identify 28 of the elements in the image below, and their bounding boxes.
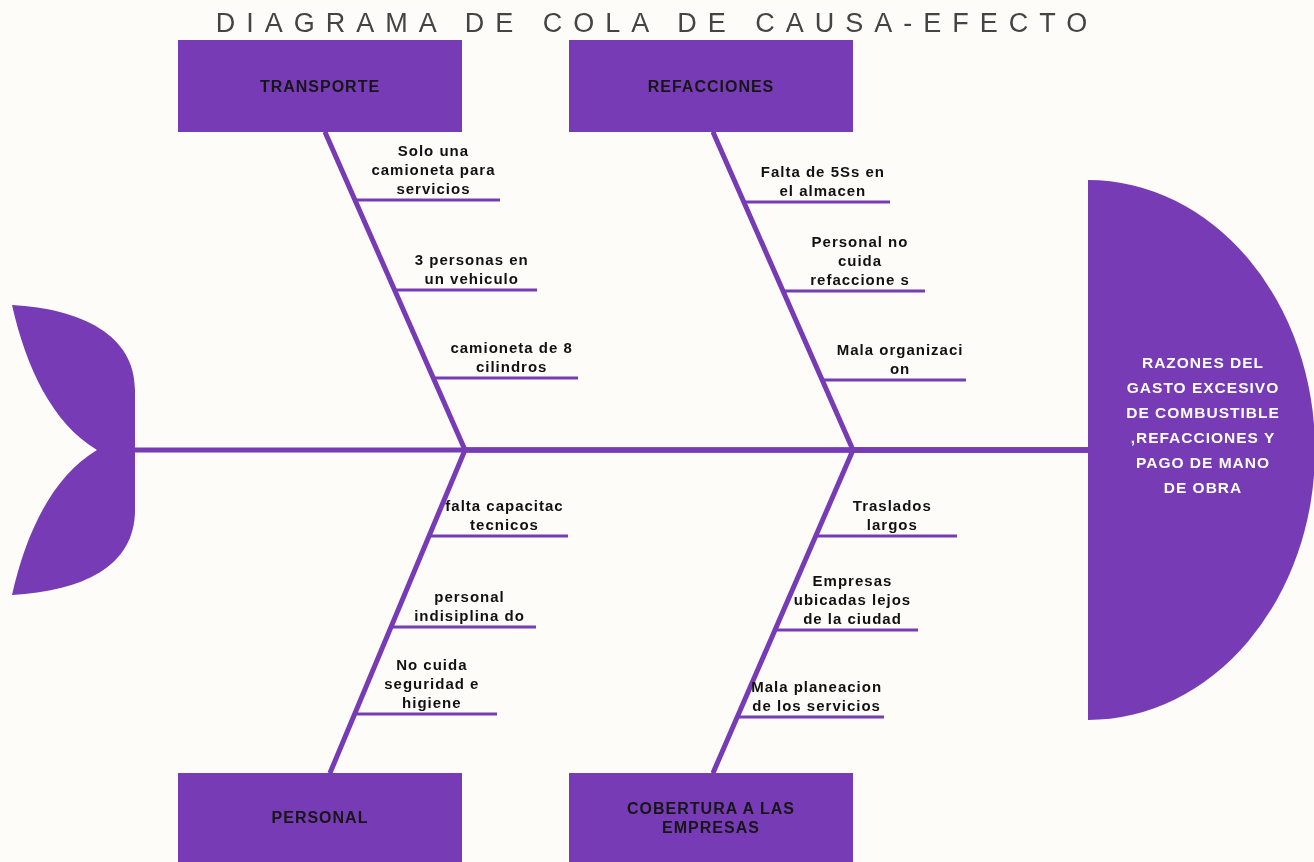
effect-text: RAZONES DEL GASTO EXCESIVO DE COMBUSTIBLE ,REFACCIONES Y PAGO DE MANO DE OBRA xyxy=(1125,353,1281,498)
cause-line xyxy=(711,715,884,774)
category-label: REFACCIONES xyxy=(646,76,776,96)
category-label: TRANSPORTE xyxy=(258,76,382,96)
cause-line xyxy=(328,712,497,774)
category-label: COBERTURA A LAS EMPRESAS xyxy=(626,798,796,837)
cause-text: Falta de 5Ss en el almacen xyxy=(755,162,890,200)
category-box xyxy=(178,40,462,132)
cause-text: Personal no cuida refaccione s xyxy=(795,232,925,289)
cause-text: camioneta de 8 cilindros xyxy=(445,338,578,376)
cause-text: 3 personas en un vehiculo xyxy=(406,250,537,288)
cause-text: No cuida seguridad e higiene xyxy=(366,655,497,712)
cause-line xyxy=(323,131,578,380)
category-label: PERSONAL xyxy=(270,808,370,827)
cause-text: Solo una camioneta para servicios xyxy=(366,141,500,198)
category-box xyxy=(178,773,462,862)
cause-text: Empresas ubicadas lejos de la ciudad xyxy=(786,571,918,628)
cause-text: Mala planeacion de los servicios xyxy=(749,677,884,715)
cause-text: Mala organizaci on xyxy=(834,340,966,378)
cause-text: falta capacitac tecnicos xyxy=(441,496,568,534)
cause-line xyxy=(711,131,966,382)
fish-tail xyxy=(12,305,135,595)
category-box xyxy=(569,40,853,132)
bone-line xyxy=(710,447,1088,774)
category-box xyxy=(569,773,853,862)
cause-text: personal indisiplina do xyxy=(403,587,536,625)
cause-text: Traslados largos xyxy=(827,496,957,534)
diagram-title: DIAGRAMA DE COLA DE CAUSA-EFECTO xyxy=(214,8,1100,39)
